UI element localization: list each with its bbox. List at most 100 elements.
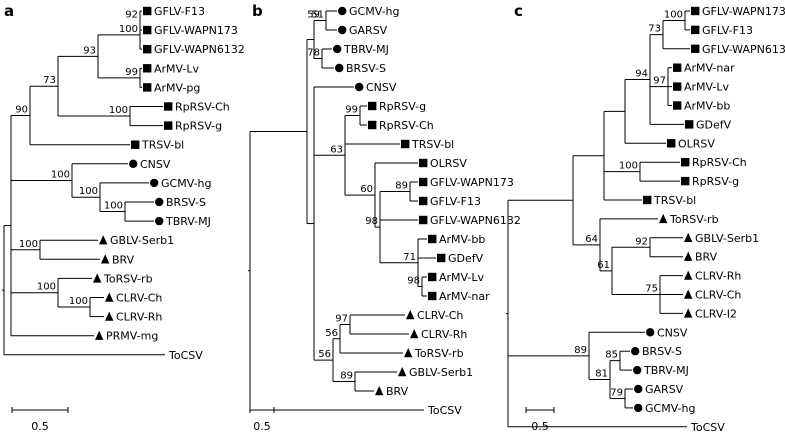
leaf-label: ArMV-Lv [154,62,200,75]
leaf-label: PRMV-mg [106,330,158,343]
leaf-label: GFLV-WAPN6132 [702,43,785,56]
circle-marker-icon [355,82,364,92]
leaf-label: ArMV-nar [439,290,490,303]
square-marker-icon [428,291,437,301]
bootstrap-value: 100 [104,201,123,212]
triangle-marker-icon [404,348,413,358]
leaf-label: CNSV [657,326,688,339]
bootstrap-value: 97 [653,76,666,87]
bootstrap-value: 64 [585,234,598,245]
bootstrap-value: 56 [318,349,331,360]
leaf-label: GARSV [645,383,684,396]
square-marker-icon [681,158,690,167]
leaf-label: CLRV-I2 [695,307,737,320]
square-marker-icon [419,158,428,168]
bootstrap-value: 90 [15,104,28,115]
circle-marker-icon [634,403,643,413]
bootstrap-value: 75 [645,284,658,295]
leaf-label: GARSV [349,24,388,37]
square-marker-icon [143,45,152,54]
bootstrap-value: 100 [79,186,98,197]
leaf-label: GFLV-WAPN173 [702,5,785,18]
bootstrap-value: 98 [365,216,378,227]
bootstrap-value: 71 [403,252,416,263]
square-marker-icon [143,25,152,35]
scale-bar-label: 0.5 [31,420,49,433]
bootstrap-value: 98 [407,276,420,287]
triangle-marker-icon [99,235,108,245]
leaf-label: OLRSV [430,157,467,170]
leaf-label: TBRV-MJ [343,43,389,56]
circle-marker-icon [646,328,655,337]
bootstrap-value: 51 [311,10,324,21]
triangle-marker-icon [410,329,419,339]
bootstrap-value: 94 [635,69,648,80]
bootstrap-value: 81 [595,369,608,380]
triangle-marker-icon [684,308,693,318]
leaf-label: GFLV-WAPN6132 [430,214,521,227]
square-marker-icon [685,120,694,129]
leaf-label: OLRSV [678,137,715,150]
leaf-label: RpRSV-Ch [175,101,230,114]
leaf-label: GFLV-WAPN173 [154,24,238,37]
leaf-label: ArMV-pg [154,81,200,94]
leaf-label: CLRV-Rh [116,311,162,324]
leaf-label: RpRSV-g [175,120,222,133]
square-marker-icon [428,272,437,282]
bootstrap-value: 99 [125,67,138,78]
leaf-label: GBLV-Serb1 [409,366,473,379]
circle-marker-icon [335,63,344,73]
bootstrap-value: 97 [335,314,348,325]
leaf-label: BRSV-S [642,345,682,358]
bootstrap-value: 100 [119,24,138,35]
circle-marker-icon [634,384,643,394]
bootstrap-value: 56 [325,328,338,339]
circle-marker-icon [633,365,642,375]
leaf-label: GFLV-F13 [154,5,205,18]
leaf-label: ToCSV [427,404,462,417]
leaf-label: ArMV-Lv [684,81,730,94]
leaf-label: BRV [695,251,718,264]
bootstrap-value: 73 [648,24,661,35]
scale-bar-label: 0.5 [253,420,271,433]
leaf-label: BRV [112,253,135,266]
bootstrap-value: 89 [340,371,353,382]
circle-marker-icon [338,25,347,35]
square-marker-icon [419,196,428,206]
square-marker-icon [368,101,377,111]
circle-marker-icon [155,216,164,226]
square-marker-icon [143,83,152,92]
bootstrap-value: 85 [605,350,618,361]
leaf-label: ToCSV [690,421,725,434]
leaf-label: GDefV [696,118,732,131]
leaf-label: ToRSV-rb [669,213,719,226]
bootstrap-value: 100 [69,296,88,307]
leaf-label: TRSV-bl [411,138,454,151]
triangle-marker-icon [93,273,102,283]
circle-marker-icon [333,44,342,54]
triangle-marker-icon [105,311,114,321]
triangle-marker-icon [105,292,114,302]
bootstrap-value: 89 [574,345,587,356]
circle-marker-icon [129,159,138,168]
square-marker-icon [691,44,700,53]
leaf-label: CLRV-Rh [695,270,741,283]
leaf-label: ArMV-bb [439,233,485,246]
triangle-marker-icon [101,254,110,264]
tree-panel-b: GCMV-hgGARSV5159TBRV-MJBRSV-S78CNSVRpRSV… [248,2,521,433]
bootstrap-value: 89 [395,181,408,192]
leaf-label: CLRV-Rh [421,328,467,341]
square-marker-icon [673,101,682,110]
leaf-label: TRSV-bl [141,139,184,152]
panel-label: b [252,2,263,20]
square-marker-icon [437,253,446,263]
bootstrap-value: 78 [307,48,320,59]
leaf-label: CNSV [366,81,397,94]
square-marker-icon [673,63,682,72]
leaf-label: TBRV-MJ [165,215,211,228]
square-marker-icon [143,64,152,73]
leaf-label: CLRV-Ch [116,292,162,305]
leaf-label: BRV [386,385,409,398]
bootstrap-value: 100 [37,282,56,293]
leaf-label: ArMV-Lv [439,271,485,284]
